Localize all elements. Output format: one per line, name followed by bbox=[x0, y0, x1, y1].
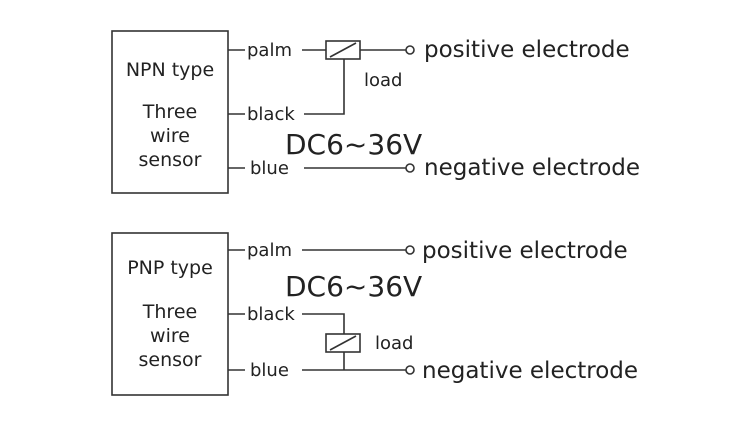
npn-subtitle-line-2: wire bbox=[150, 125, 190, 147]
npn-black-wire bbox=[304, 59, 345, 115]
pnp-subtitle-line-1: Three bbox=[142, 301, 197, 323]
npn-positive-terminal bbox=[405, 45, 415, 55]
npn-load-symbol bbox=[325, 40, 361, 60]
npn-subtitle-line-3: sensor bbox=[139, 149, 202, 171]
pnp-diagram: PNP type Three wire sensor palm positive… bbox=[111, 232, 638, 396]
npn-negative-terminal bbox=[405, 163, 415, 173]
pnp-black-wire bbox=[302, 313, 345, 334]
pnp-subtitle-line-3: sensor bbox=[139, 349, 202, 371]
npn-positive-label: positive electrode bbox=[424, 37, 630, 63]
pnp-black-label: black bbox=[247, 304, 295, 325]
npn-subtitle-line-1: Three bbox=[142, 101, 197, 123]
pnp-negative-label: negative electrode bbox=[422, 358, 638, 384]
npn-blue-label: blue bbox=[250, 158, 289, 179]
pnp-positive-label: positive electrode bbox=[422, 238, 628, 264]
pnp-load-label: load bbox=[375, 333, 413, 354]
npn-load-label: load bbox=[364, 70, 402, 91]
npn-voltage-label: DC6~36V bbox=[285, 128, 422, 161]
pnp-subtitle-line-2: wire bbox=[150, 325, 190, 347]
npn-sensor-box bbox=[111, 30, 229, 194]
npn-diagram: NPN type Three wire sensor palm positive… bbox=[111, 30, 640, 194]
npn-palm-label: palm bbox=[247, 40, 292, 61]
pnp-blue-label: blue bbox=[250, 360, 289, 381]
pnp-load-symbol bbox=[325, 333, 361, 353]
pnp-type-label: PNP type bbox=[127, 257, 213, 279]
npn-negative-label: negative electrode bbox=[424, 155, 640, 181]
pnp-voltage-label: DC6~36V bbox=[285, 270, 422, 303]
npn-black-label: black bbox=[247, 104, 295, 125]
pnp-negative-terminal bbox=[405, 365, 415, 375]
npn-type-label: NPN type bbox=[126, 59, 214, 81]
pnp-positive-terminal bbox=[405, 245, 415, 255]
pnp-palm-label: palm bbox=[247, 240, 292, 261]
